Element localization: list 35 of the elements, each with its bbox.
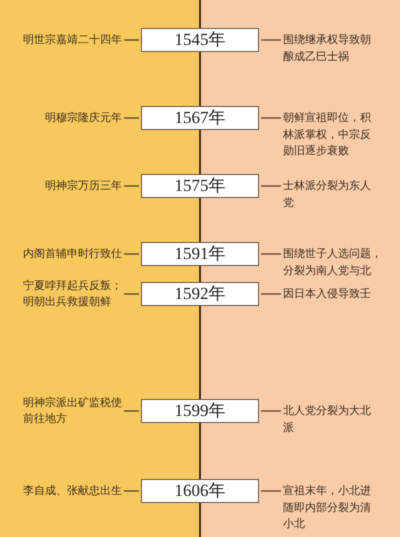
connector-line: [124, 117, 139, 119]
connector-line: [124, 293, 139, 295]
event-text: 围绕世子人选问题，分裂为南人党与北: [283, 246, 382, 279]
year-box: 1591年: [141, 242, 259, 266]
year-box: 1575年: [141, 174, 259, 198]
event-text: 明世宗嘉靖二十四年: [23, 32, 122, 48]
event-text: 朝鲜宣祖即位，积林派掌权，中宗反勋旧逐步衰败: [283, 110, 371, 160]
year-box: 1606年: [141, 479, 259, 503]
connector-line: [261, 293, 281, 295]
connector-line: [261, 253, 281, 255]
event-text: 北人党分裂为大北派: [283, 403, 371, 436]
connector-line: [261, 117, 281, 119]
connector-line: [124, 253, 139, 255]
connector-line: [124, 410, 139, 412]
connector-line: [261, 410, 281, 412]
event-text: 因日本入侵导致壬: [283, 286, 371, 302]
event-text: 内阁首辅申时行致仕: [23, 246, 122, 262]
connector-line: [261, 490, 281, 492]
year-box: 1599年: [141, 399, 259, 423]
year-box: 1592年: [141, 282, 259, 306]
event-text: 围绕继承权导致朝酿成乙巳士祸: [283, 32, 371, 65]
event-text: 李自成、张献忠出生: [23, 482, 122, 499]
event-text: 明穆宗隆庆元年: [45, 110, 122, 126]
event-text: 明神宗派出矿监税使前往地方: [23, 394, 122, 428]
year-box: 1545年: [141, 28, 259, 52]
connector-line: [261, 39, 281, 41]
event-text: 宁夏哱拜起兵反叛；明朝出兵救援朝鲜: [23, 278, 122, 310]
year-box: 1567年: [141, 106, 259, 130]
connector-line: [124, 185, 139, 187]
event-text: 士林派分裂为东人党: [283, 178, 371, 211]
event-text: 宣祖末年，小北进随即内部分裂为清小北: [283, 483, 371, 532]
connector-line: [124, 39, 139, 41]
connector-line: [124, 490, 139, 492]
event-text: 明神宗万历三年: [45, 178, 122, 194]
connector-line: [261, 185, 281, 187]
